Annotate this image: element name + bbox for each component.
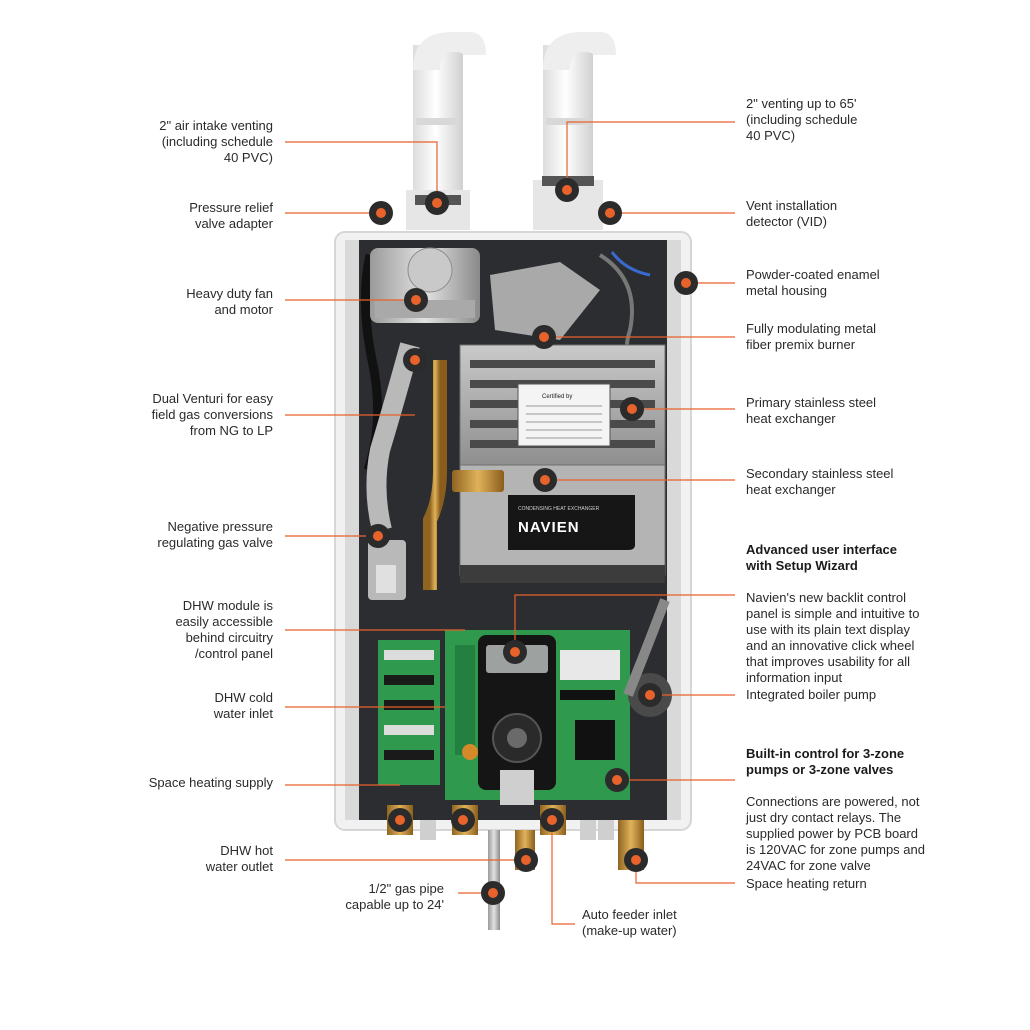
marker-auto-feeder [540,808,564,832]
label-space-heating-supply: Space heating supply [148,775,273,790]
label-primary-hx: Primary stainless steel heat exchanger [746,395,877,426]
marker-gas-valve [366,524,390,548]
marker-primary-hx [620,397,644,421]
label-gas-pipe: 1/2" gas pipe capable up to 24' [345,881,444,912]
marker-fan-motor [404,288,428,312]
leader-venting [566,121,735,190]
marker-air-intake [425,191,449,215]
control-panel [478,635,556,805]
label-boiler-pump: Integrated boiler pump [746,687,877,702]
rating-plate-heading: Certified by [542,394,572,400]
left-circuit-board [378,640,440,785]
marker-space-heating-supply [388,808,412,832]
rating-plate [517,383,611,447]
air-intake-pipe [406,32,486,230]
label-air-intake: 2" air intake venting (including schedul… [159,118,273,165]
user-interface-title: Advanced user interface with Setup Wizar… [746,542,898,573]
marker-zone-control [605,768,629,792]
marker-burner [532,325,556,349]
marker-user-interface [503,640,527,664]
label-dhw-hot: DHW hot water outlet [205,843,273,874]
marker-dhw-hot [514,848,538,872]
leader-auto-feeder [551,820,575,925]
venturi-pipe [366,342,420,533]
label-space-heating-return: Space heating return [746,876,867,891]
label-housing: Powder-coated enamel metal housing [746,267,880,298]
navien-badge [508,495,635,550]
label-user-interface: Advanced user interface with Setup Wizar… [746,526,919,702]
leader-air-intake [285,141,438,203]
label-dual-venturi: Dual Venturi for easy field gas conversi… [151,391,273,438]
marker-secondary-hx [533,468,557,492]
marker-dhw-cold [451,808,475,832]
zone-control-title: Built-in control for 3-zone pumps or 3-z… [746,746,905,777]
marker-pressure-relief [369,201,393,225]
marker-space-heating-return [624,848,648,872]
fan-motor-unit [370,247,480,323]
label-zone-control: Built-in control for 3-zone pumps or 3-z… [746,730,925,890]
heat-exchanger-caption: CONDENSING HEAT EXCHANGER [518,506,600,512]
navien-logo-text: NAVIEN [518,519,580,536]
label-gas-valve: Negative pressure regulating gas valve [157,519,273,550]
zone-control-body: Connections are powered, not just dry co… [746,794,925,873]
label-pressure-relief: Pressure relief valve adapter [189,200,273,231]
secondary-heat-exchanger: CONDENSING HEAT EXCHANGER NAVIEN [459,464,666,583]
label-burner: Fully modulating metal fiber premix burn… [746,321,877,352]
marker-vid [598,201,622,225]
label-secondary-hx: Secondary stainless steel heat exchanger [746,466,894,497]
marker-housing [674,271,698,295]
marker-gas-pipe [481,881,505,905]
label-venting: 2" venting up to 65' (including schedule… [746,96,858,143]
label-auto-feeder: Auto feeder inlet (make-up water) [582,907,677,938]
burner-housing [490,262,600,340]
leader-user-interface [514,594,735,652]
marker-venting [555,178,579,202]
gas-pipe [488,830,500,930]
marker-dual-venturi [403,348,427,372]
label-dhw-module: DHW module is easily accessible behind c… [175,598,273,661]
label-fan-motor: Heavy duty fan and motor [186,286,273,317]
user-interface-body: Navien's new backlit control panel is si… [746,590,920,685]
label-dhw-cold: DHW cold water inlet [213,690,273,721]
label-vid: Vent installation detector (VID) [746,198,838,229]
marker-boiler-pump [638,683,662,707]
